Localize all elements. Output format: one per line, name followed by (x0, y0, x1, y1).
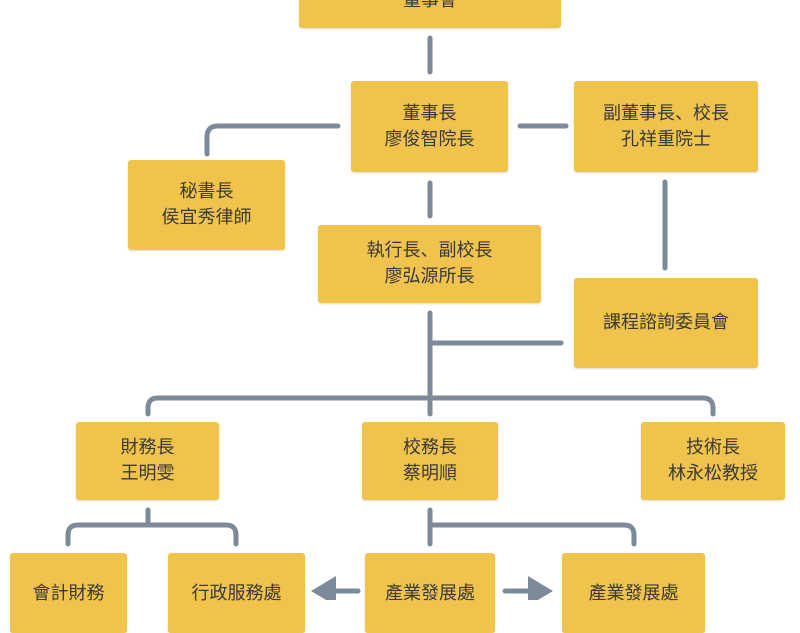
node-secretary-general: 秘書長 侯宜秀律師 (128, 160, 285, 250)
node-industry-dev-1: 產業發展處 (365, 553, 495, 633)
node-title: 執行長、副校長 (366, 240, 493, 261)
node-title: 董事會 (403, 0, 457, 11)
node-industry-dev-2: 產業發展處 (562, 553, 705, 633)
node-title: 董事長 (402, 102, 457, 124)
node-title: 行政服務處 (191, 583, 282, 604)
connector-cfo-branch (65, 507, 239, 547)
node-person: 孔祥重院士 (621, 128, 711, 150)
node-person: 蔡明順 (403, 463, 457, 484)
node-board: 董事會 (299, 0, 561, 28)
node-title: 校務長 (403, 437, 457, 458)
node-cfo: 財務長 王明雯 (76, 422, 219, 500)
node-provost: 校務長 蔡明順 (362, 422, 498, 500)
node-person: 王明雯 (120, 463, 175, 484)
node-title: 產業發展處 (588, 583, 679, 604)
node-title: 產業發展處 (385, 583, 475, 604)
connector-chairman-secretary (204, 123, 341, 157)
node-ceo: 執行長、副校長 廖弘源所長 (318, 225, 541, 303)
node-title: 技術長 (686, 437, 740, 458)
node-vice-chairman: 副董事長、校長 孔祥重院士 (574, 81, 758, 172)
node-title: 財務長 (120, 437, 175, 458)
node-curriculum-committee: 課程諮詢委員會 (574, 278, 758, 368)
node-person: 侯宜秀律師 (161, 207, 252, 228)
node-person: 廖弘源所長 (384, 266, 475, 287)
connectors (65, 35, 716, 600)
node-person: 廖俊智院長 (384, 128, 475, 150)
node-admin-services: 行政服務處 (168, 553, 305, 633)
node-person: 林永松教授 (668, 463, 758, 484)
node-title: 副董事長、校長 (603, 102, 729, 124)
connector-provost-branch (427, 507, 637, 547)
node-title: 課程諮詢委員會 (603, 312, 729, 333)
node-chairman: 董事長 廖俊智院長 (351, 81, 508, 172)
node-accounting: 會計財務 (10, 553, 127, 633)
node-title: 秘書長 (179, 181, 234, 202)
node-cto: 技術長 林永松教授 (641, 422, 785, 500)
connector-level3-bar (145, 395, 716, 417)
node-title: 會計財務 (32, 583, 105, 604)
